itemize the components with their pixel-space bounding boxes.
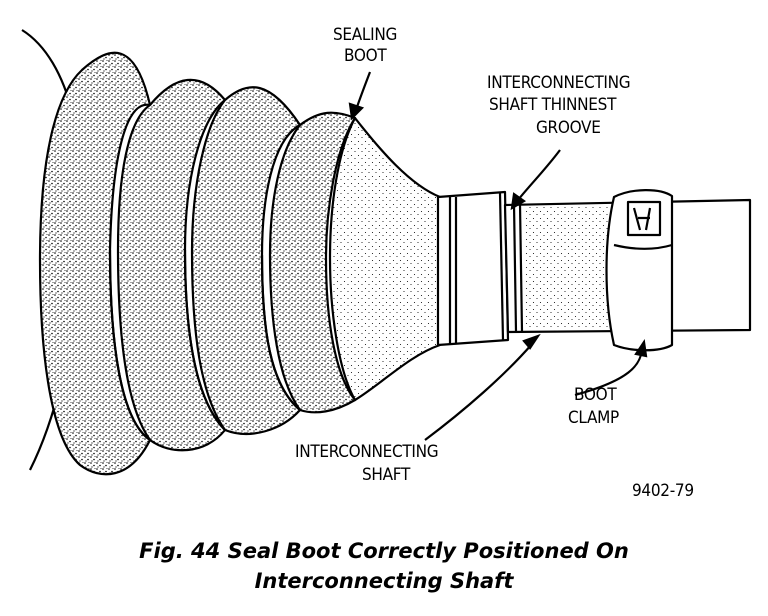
label-clamp-1: BOOT [574, 385, 617, 405]
caption-line-2: Interconnecting Shaft [255, 569, 515, 593]
label-shaft-1: INTERCONNECTING [295, 442, 438, 462]
label-sealing-boot-2: BOOT [344, 46, 387, 66]
caption-line-1: Fig. 44 Seal Boot Correctly Positioned O… [139, 539, 629, 563]
label-groove-1: INTERCONNECTING [487, 73, 630, 93]
boot-cone [328, 116, 442, 402]
boot-collar [436, 190, 510, 347]
boot-drawing [21, 29, 752, 476]
label-clamp-2: CLAMP [568, 408, 619, 428]
shaft-groove [512, 203, 518, 333]
label-sealing-boot-1: SEALING [333, 25, 397, 45]
leader-lines [348, 71, 648, 441]
label-groove-3: GROOVE [536, 118, 601, 138]
label-groove-2: SHAFT THINNEST [489, 95, 617, 115]
figure-number: 9402-79 [632, 481, 694, 501]
label-shaft-2: SHAFT [362, 465, 411, 485]
